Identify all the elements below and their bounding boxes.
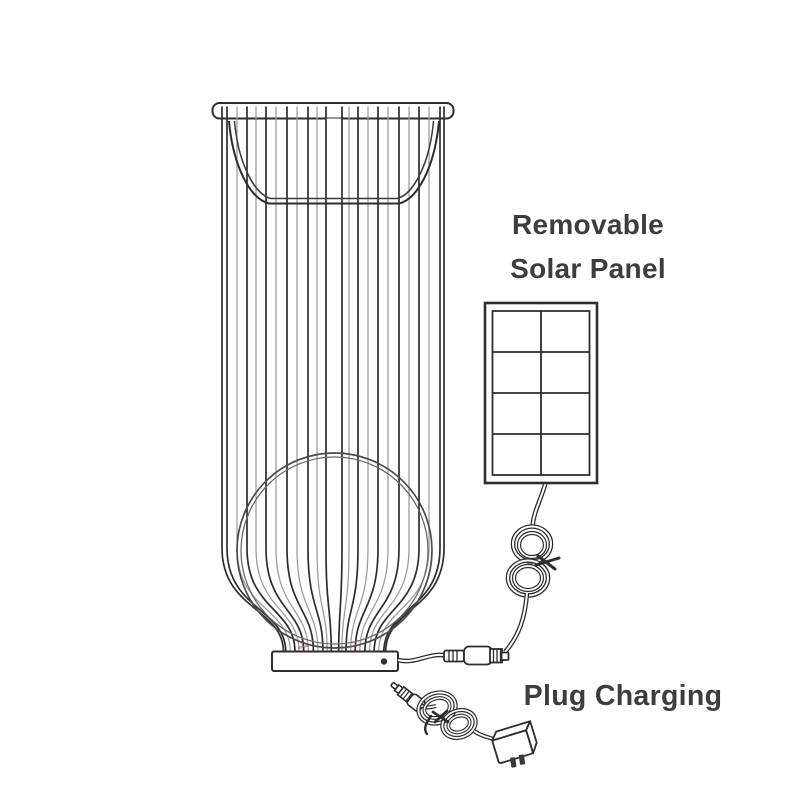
base-cable — [397, 652, 449, 664]
cage-wire — [384, 106, 445, 653]
adapter-prongs — [510, 754, 526, 768]
cage-wire — [286, 106, 315, 653]
cage-wire — [382, 106, 441, 653]
top-rim — [211, 102, 455, 120]
cage-wire — [275, 106, 309, 653]
wire-joint-mark-left — [297, 644, 310, 649]
solar-cable-coil — [503, 524, 561, 654]
cage-wire — [316, 106, 328, 653]
jack-cable — [418, 703, 437, 710]
power-adapter — [491, 720, 538, 768]
plug-charging-label: Plug Charging — [523, 680, 723, 712]
solar-panel — [483, 301, 599, 485]
solar-cable — [530, 480, 549, 527]
wire-joint-mark-right — [348, 644, 360, 648]
cage-wire — [349, 106, 369, 653]
solar-panel-label: Removable Solar Panel — [470, 203, 706, 290]
cage-wire — [221, 106, 285, 653]
cage-wire — [345, 106, 359, 653]
solar-panel-label-line2: Solar Panel — [510, 252, 666, 284]
cage-wire — [364, 106, 400, 653]
cage-wire — [307, 106, 324, 653]
cable-tie — [423, 709, 450, 736]
solar-panel-grid — [491, 310, 591, 476]
center-band — [325, 106, 343, 653]
cage-wire — [296, 106, 319, 653]
power-button-dot — [380, 658, 388, 665]
dc-connector — [443, 645, 510, 666]
cage-wire — [359, 106, 389, 653]
plug-cable-coil — [416, 690, 497, 742]
cage-wire — [368, 106, 410, 653]
planter-basket — [228, 120, 440, 205]
cage-wire — [246, 106, 296, 653]
cage-wire — [341, 106, 350, 653]
cage-wire — [373, 106, 420, 653]
globe-light — [236, 452, 433, 649]
cage-wire — [378, 106, 430, 653]
cage-wire — [236, 106, 292, 653]
cable-tie — [534, 554, 561, 571]
cage-wire — [255, 106, 300, 653]
cage-wire — [354, 106, 379, 653]
wire-cage-lantern — [211, 102, 455, 672]
solar-panel-label-line1: Removable — [511, 209, 665, 240]
